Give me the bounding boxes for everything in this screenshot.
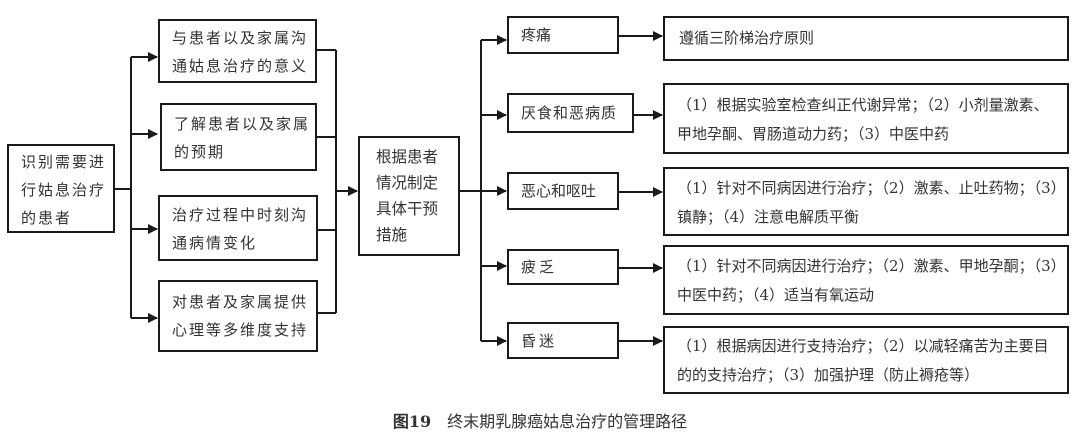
symptom-label: 恶心和呕吐 [521,182,597,200]
treatment-line: （1）针对不同病因进行治疗；（2）激素、甲地孕酮；（3） [677,257,1066,275]
treatment-line: 遵循三阶梯治疗原则 [679,29,815,47]
center-line: 情况制定 [376,174,439,192]
start-node-line: 行姑息治疗 [21,181,107,199]
treatment-box: （1）根据病因进行支持治疗；（2）以减轻痛苦为主要目 的的支持治疗；（3）加强护… [663,326,1069,394]
treatment-box: （1）针对不同病因进行治疗；（2）激素、止吐药物；（3） 镇静；（4）注意电解质… [663,167,1069,236]
start-node-box: 识别需要进 行姑息治疗 的患者 [7,144,115,233]
treatment-line: 镇静；（4）注意电解质平衡 [677,208,860,226]
step-line: 的预期 [174,143,226,161]
center-line: 根据患者 [376,148,439,166]
communication-step-box: 治疗过程中时刻沟 通病情变化 [158,195,318,261]
symptom-box: 厌食和恶病质 [507,93,634,133]
figure-caption: 图19 终末期乳腺癌姑息治疗的管理路径 [0,408,1080,432]
center-line: 措施 [376,226,408,244]
treatment-line: 中医中药；（4）适当有氧运动 [677,286,875,304]
symptom-label: 疼痛 [521,26,552,44]
symptom-label: 厌食和恶病质 [521,104,618,122]
intervention-plan-box: 根据患者 情况制定 具体干预 措施 [358,136,460,256]
step-line: 治疗过程中时刻沟 [172,206,309,224]
center-line: 具体干预 [376,200,439,218]
treatment-box: （1）根据实验室检查纠正代谢异常；（2）小剂量激素、 甲地孕酮、胃肠道动力药；（… [663,83,1069,154]
symptom-box: 恶心和呕吐 [507,172,619,210]
treatment-line: （1）根据实验室检查纠正代谢异常；（2）小剂量激素、 [677,96,1049,114]
symptom-label: 疲乏 [521,258,558,276]
symptom-box: 疲乏 [507,249,619,285]
treatment-line: 的的支持治疗；（3）加强护理（防止褥疮等） [677,366,980,384]
treatment-line: 甲地孕酮、胃肠道动力药；（3）中医中药 [677,125,950,143]
treatment-line: （1）针对不同病因进行治疗；（2）激素、止吐药物；（3） [677,179,1066,197]
figure-label: 图19 [392,412,432,431]
symptom-label: 昏迷 [521,332,558,350]
step-line: 通病情变化 [172,234,258,252]
communication-step-box: 与患者以及家属沟 通姑息治疗的意义 [158,19,317,83]
step-line: 与患者以及家属沟 [172,29,309,47]
step-line: 对患者及家属提供 [172,293,309,311]
treatment-line: （1）根据病因进行支持治疗；（2）以减轻痛苦为主要目 [677,337,1049,355]
figure-title: 终末期乳腺癌姑息治疗的管理路径 [447,412,688,431]
step-line: 了解患者以及家属 [174,115,311,133]
symptom-box: 昏迷 [507,322,619,359]
symptom-box: 疼痛 [507,16,619,54]
communication-step-box: 了解患者以及家属 的预期 [160,103,317,171]
start-node-line: 的患者 [21,209,73,227]
treatment-box: 遵循三阶梯治疗原则 [663,16,1069,61]
step-line: 通姑息治疗的意义 [172,57,309,75]
step-line: 心理等多维度支持 [172,321,309,339]
start-node-line: 识别需要进 [21,153,107,171]
treatment-box: （1）针对不同病因进行治疗；（2）激素、甲地孕酮；（3） 中医中药；（4）适当有… [663,245,1069,315]
communication-step-box: 对患者及家属提供 心理等多维度支持 [158,280,318,352]
